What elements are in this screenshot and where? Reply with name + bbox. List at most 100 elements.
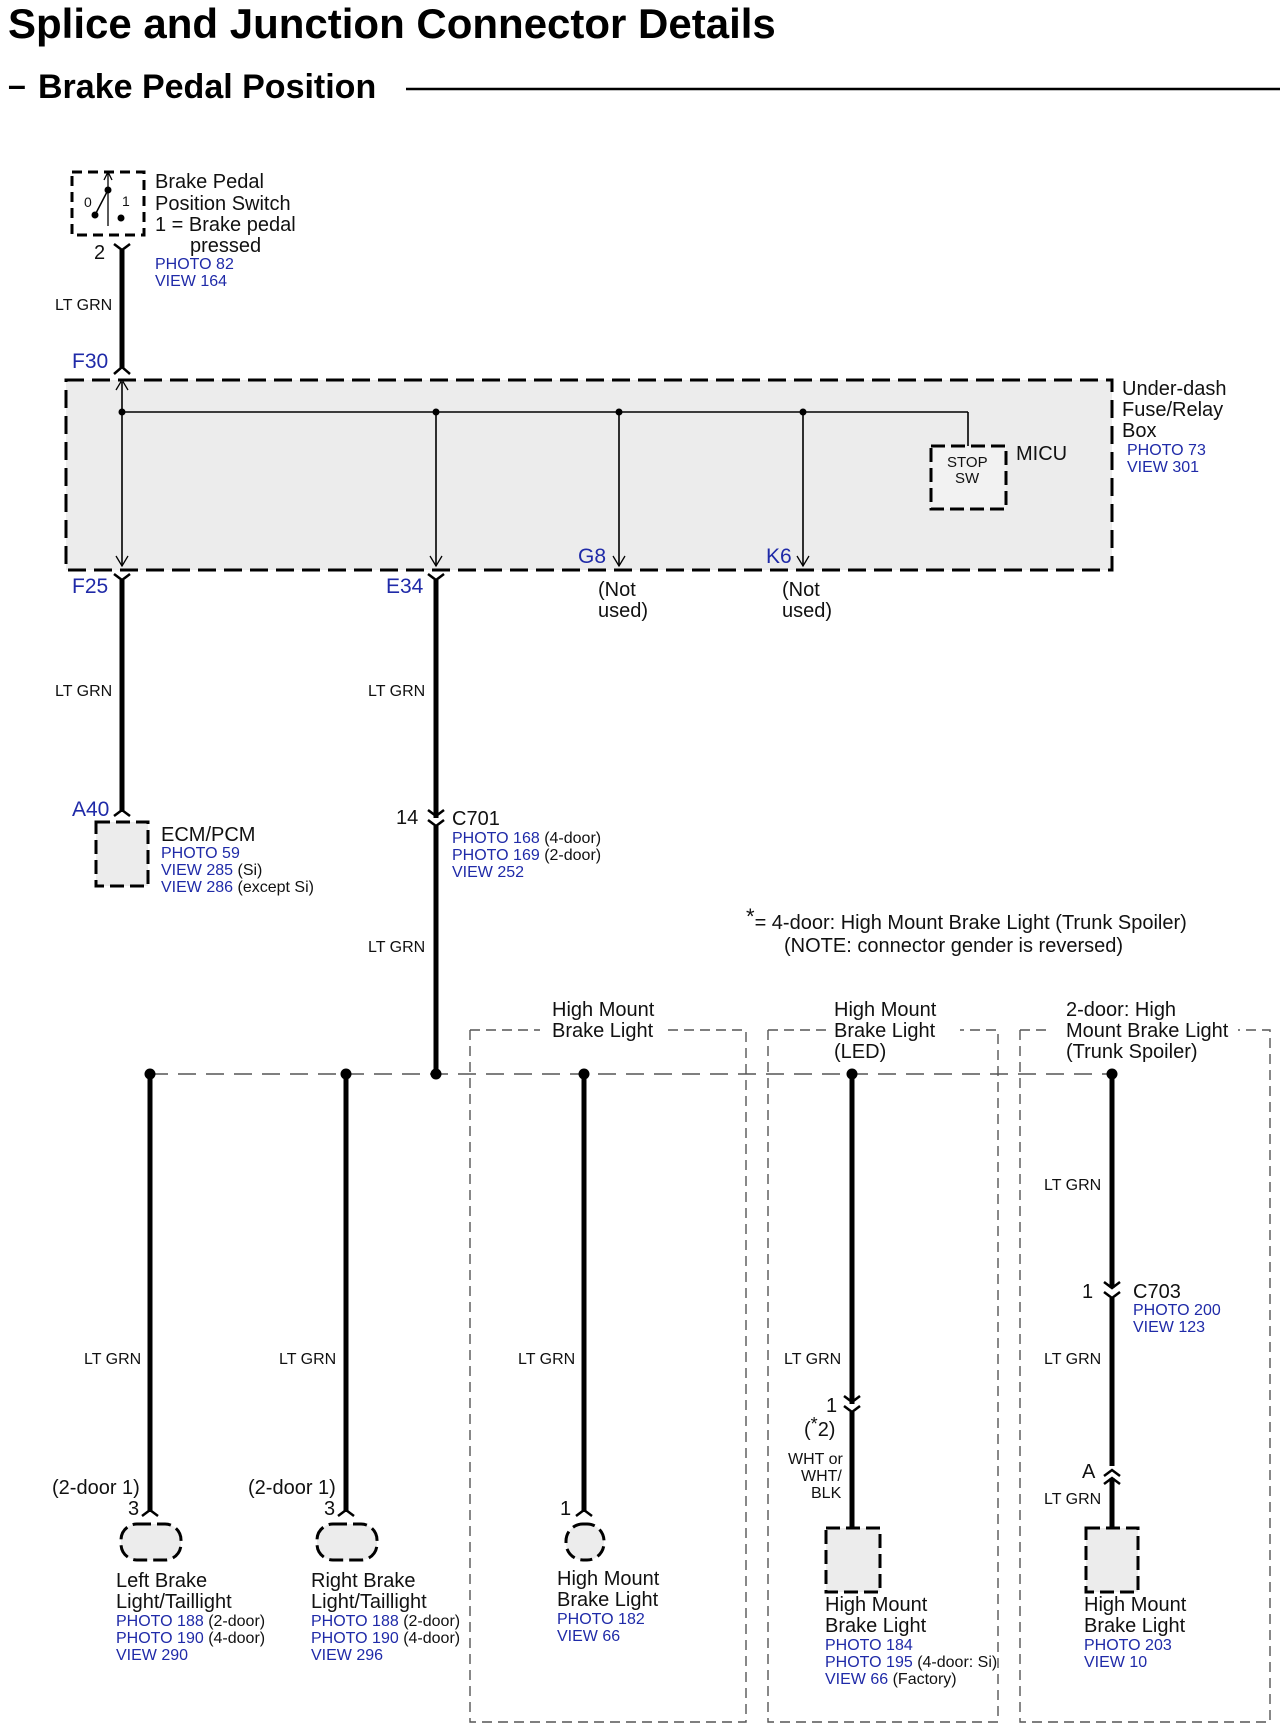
switch-name-l1-text: Brake Pedal	[155, 171, 264, 193]
path-mark	[843, 1405, 861, 1414]
circle-mark	[117, 214, 125, 222]
path-mark	[1103, 1281, 1121, 1290]
led-light-photo2-note-text: (4-door: Si)	[917, 1654, 997, 1671]
ecm-view2-note-text: (except Si)	[237, 879, 313, 896]
path-mark	[115, 555, 129, 568]
pin-K6: K6	[766, 545, 792, 568]
left-light-photo2-note-text: (4-door)	[208, 1630, 265, 1647]
switch-pos1-text: 1	[122, 193, 130, 209]
c703-photo-text: PHOTO 200	[1133, 1302, 1221, 1319]
led-light-pin-text: 1	[826, 1395, 837, 1417]
ts-light-photo-text: PHOTO 203	[1084, 1637, 1172, 1654]
hm-light-view-text: VIEW 66	[557, 1628, 620, 1645]
led-light-photo2-text: PHOTO 195	[825, 1654, 913, 1671]
wire-color-text: LT GRN	[1044, 1177, 1101, 1194]
fuse-box-stop-l1-text: STOP	[947, 454, 988, 471]
led-light-photo1-text: PHOTO 184	[825, 1637, 913, 1654]
c701-view-text: VIEW 252	[452, 864, 524, 881]
ecm-photo-text: PHOTO 59	[161, 845, 240, 862]
path-mark	[612, 555, 626, 568]
circle-mark	[799, 408, 807, 416]
text-mark: VIEW 66 (Factory)	[825, 1671, 957, 1688]
groups-ts-l1-text: 2-door: High	[1066, 999, 1176, 1021]
section-title: Brake Pedal Position	[38, 68, 376, 106]
fuse-box-not-used-l1-text: (Not	[782, 579, 820, 601]
left-light-photo1-text: PHOTO 188	[116, 1613, 204, 1630]
text-mark: PHOTO 190 (4-door)	[116, 1630, 265, 1647]
wire-color-text: LT GRN	[1044, 1491, 1101, 1508]
path-mark	[113, 365, 131, 375]
right-light-name-l2-text: Light/Taillight	[311, 1591, 427, 1613]
fuse-box-not-used-l1-text: (Not	[598, 579, 636, 601]
fuse-box-not-used-l2-text: used)	[782, 600, 832, 622]
fuse-box-name-l1-text: Under-dash	[1122, 378, 1227, 400]
path-mark	[141, 1508, 159, 1517]
right-light-view-text: VIEW 296	[311, 1647, 383, 1664]
left-brake-light-connector	[119, 1522, 183, 1562]
pin-F25: F25	[72, 575, 108, 598]
path-mark	[429, 555, 443, 568]
fuse-box-name-l3-text: Box	[1122, 420, 1156, 442]
c701-photo2-text: PHOTO 169	[452, 847, 540, 864]
path-mark	[427, 809, 445, 818]
switch-pin: 2	[94, 242, 105, 264]
switch-pos0-text: 0	[84, 194, 92, 210]
page-title: Splice and Junction Connector Details	[8, 0, 776, 47]
footnote-line1: *= 4-door: High Mount Brake Light (Trunk…	[746, 904, 1187, 934]
right-brake-light-connector	[315, 1522, 379, 1562]
right-light-photo1-note-text: (2-door)	[403, 1613, 460, 1630]
groups-hm-l2-text: Brake Light	[552, 1020, 654, 1042]
c701-photo2-note-text: (2-door)	[544, 847, 601, 864]
switch-note-l1-text: 1 = Brake pedal	[155, 214, 296, 236]
path-mark	[115, 378, 129, 391]
ecm-pcm-box	[94, 820, 150, 888]
led-light-pin-note-star-text: *	[811, 1414, 818, 1434]
wire-color-text: LT GRN	[55, 683, 112, 700]
wire-color-text: LT GRN	[368, 939, 425, 956]
groups-led-l2-text: Brake Light	[834, 1020, 936, 1042]
circle-mark	[615, 408, 623, 416]
left-light-photo1-note-text: (2-door)	[208, 1613, 265, 1630]
left-light-name-l1-text: Left Brake	[116, 1570, 207, 1592]
wire-color-text: LT GRN	[279, 1351, 336, 1368]
switch-note-l2-text: pressed	[190, 235, 261, 257]
left-light-view-text: VIEW 290	[116, 1647, 188, 1664]
path-mark	[113, 243, 131, 252]
fuse-box-not-used-l2-text: used)	[598, 600, 648, 622]
splice-point	[430, 1068, 442, 1080]
trunk-spoiler-connector	[1084, 1526, 1140, 1594]
wire-color-text: LT GRN	[518, 1351, 575, 1368]
circle-mark	[118, 408, 126, 416]
hm-light-name-l2-text: Brake Light	[557, 1589, 659, 1611]
group-trunk-spoiler	[1019, 1029, 1271, 1723]
path-mark	[103, 170, 113, 181]
text-mark: PHOTO 190 (4-door)	[311, 1630, 460, 1647]
path-mark	[575, 1508, 593, 1517]
left-light-photo2-text: PHOTO 190	[116, 1630, 204, 1647]
right-light-photo1-text: PHOTO 188	[311, 1613, 399, 1630]
path-mark	[113, 808, 131, 817]
ecm-view1-note-text: (Si)	[237, 862, 262, 879]
text-mark: PHOTO 195 (4-door: Si)	[825, 1654, 997, 1671]
fuse-box-stop-l2-text: SW	[955, 470, 980, 487]
text-mark: (*2)	[804, 1414, 835, 1441]
led-light-view-note-text: (Factory)	[893, 1671, 957, 1688]
switch-view-text: VIEW 164	[155, 273, 227, 290]
ts-light-name-l1-text: High Mount	[1084, 1594, 1187, 1616]
circle-mark	[432, 408, 440, 416]
hm-light-photo-text: PHOTO 182	[557, 1611, 645, 1628]
groups-ts-l2-text: Mount Brake Light	[1066, 1020, 1229, 1042]
text-mark: PHOTO 188 (2-door)	[116, 1613, 265, 1630]
micu-label: MICU	[1016, 443, 1067, 465]
text-mark: VIEW 286 (except Si)	[161, 879, 314, 896]
switch-name-l2-text: Position Switch	[155, 193, 291, 215]
wire-color-text: LT GRN	[368, 683, 425, 700]
wire-color-text: LT GRN	[784, 1351, 841, 1368]
wire-color-text: LT GRN	[84, 1351, 141, 1368]
c701-pin: 14	[396, 807, 418, 829]
c701-label: C701	[452, 808, 500, 830]
wire-label: LT GRN	[55, 297, 112, 314]
group-led	[767, 1029, 999, 1723]
switch-photo-text: PHOTO 82	[155, 256, 234, 273]
